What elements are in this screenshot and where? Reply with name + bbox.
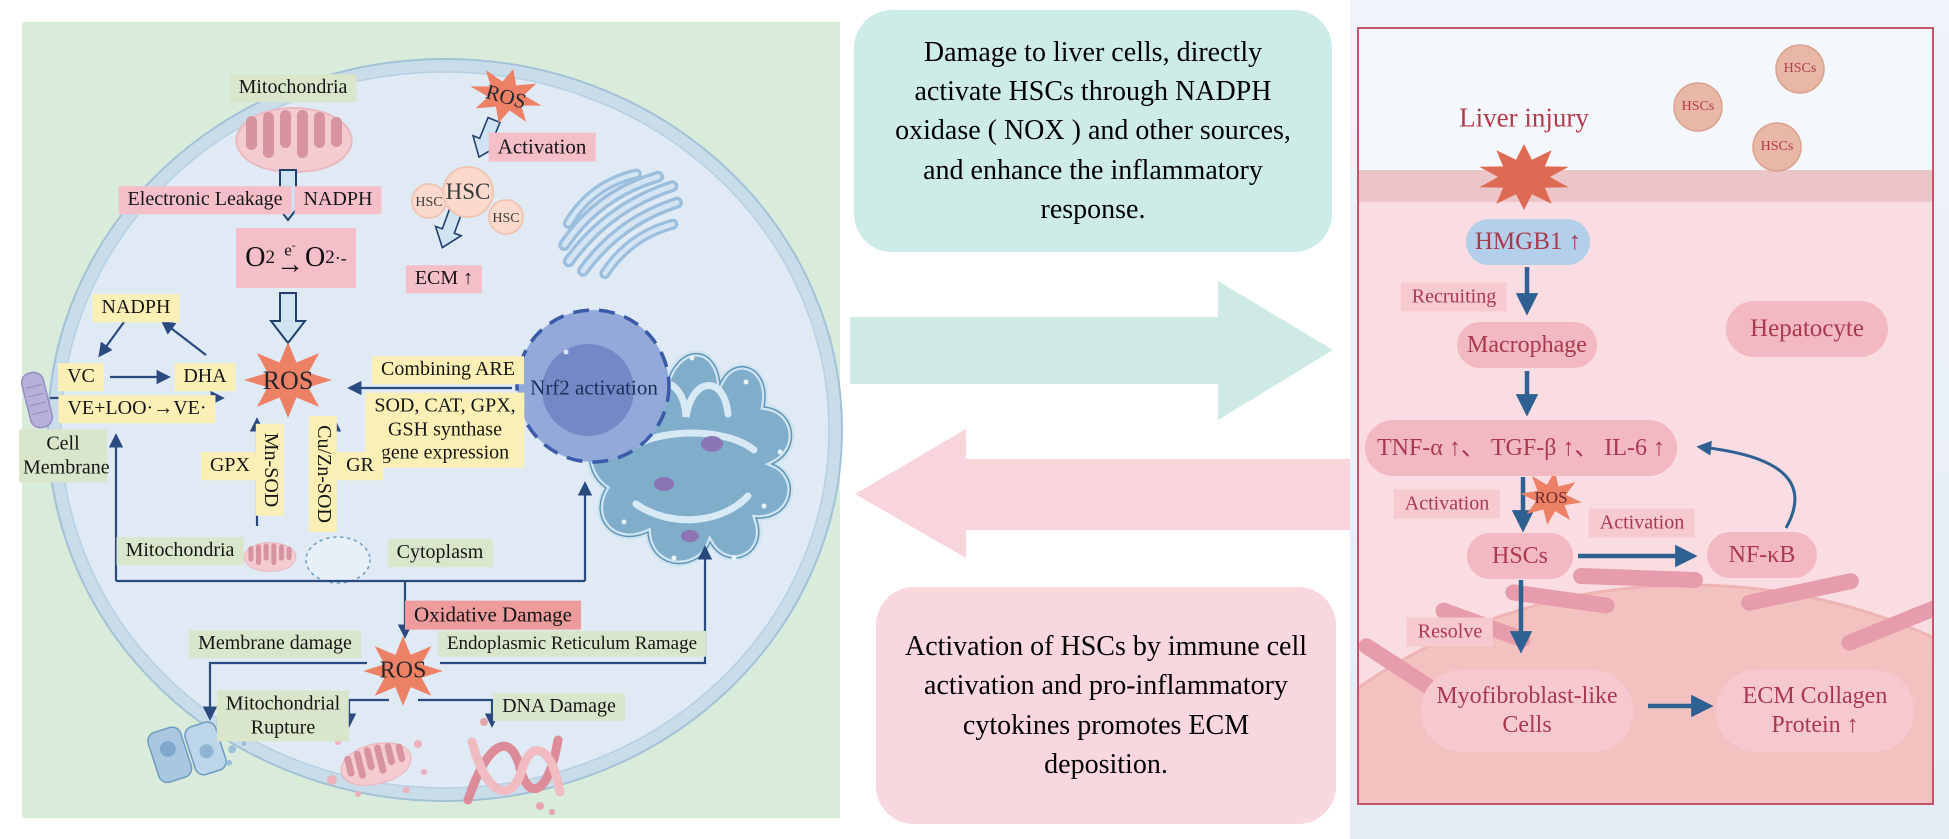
nadph-source-label: NADPH [294, 186, 382, 214]
hsc-large-label: HSC [445, 179, 491, 204]
mitochondrial-rupture-label: Mitochondrial Rupture [216, 690, 350, 742]
liver-injury-title: Liver injury [1459, 102, 1589, 133]
dha-label: DHA [174, 363, 236, 391]
liver-panel-sinusoid-zone [1359, 29, 1932, 170]
bottom-explanation-box: Activation of HSCs by immune cell activa… [876, 587, 1336, 824]
activation-right-label: Activation [1588, 508, 1696, 538]
hscs-cell-label-2: HSCs [1681, 99, 1715, 114]
hscs-cell-label-1: HSCs [1783, 61, 1817, 76]
cytoplasm-label: Cytoplasm [387, 539, 493, 567]
ros-center-label: ROS [262, 366, 314, 395]
gr-label: GR [337, 452, 383, 480]
recruiting-label: Recruiting [1400, 282, 1508, 312]
hsc-small-left-label: HSC [415, 195, 443, 210]
hmgb1-pill: HMGB1 ↑ [1466, 219, 1590, 265]
liver-panel-endothelium-band [1359, 170, 1932, 202]
nrf2-activation-label: Nrf2 activation [530, 375, 658, 400]
mn-sod-label: Mn-SOD [256, 423, 284, 517]
ros-lower-label: ROS [379, 657, 427, 684]
hepatocyte-pill: Hepatocyte [1726, 301, 1888, 357]
er-damage-label: Endoplasmic Reticulum Ramage [437, 630, 707, 658]
electronic-leakage-label: Electronic Leakage [118, 186, 292, 214]
gpx-label: GPX [200, 452, 260, 480]
vc-label: VC [58, 363, 104, 391]
cu-zn-sod-label: Cu/Zn-SOD [309, 416, 337, 532]
nfkb-pill: NF-κB [1707, 532, 1817, 578]
cell-membrane-label: Cell Membrane [19, 429, 110, 483]
dna-damage-label: DNA Damage [493, 693, 625, 721]
hscs-cell-label-3: HSCs [1760, 139, 1794, 154]
activation-top-label: Activation [488, 132, 596, 162]
resolve-label: Resolve [1406, 617, 1494, 647]
mitochondria-bottom-label: Mitochondria [116, 537, 244, 565]
membrane-damage-label: Membrane damage [189, 630, 361, 658]
ve-reaction-label: VE+LOO·→VE· [58, 395, 216, 423]
cytokines-pill: TNF-α ↑、 TGF-β ↑、 IL-6 ↑ [1365, 420, 1677, 476]
combining-are-label: Combining ARE [372, 356, 524, 384]
ros-top-label: ROS [483, 79, 530, 114]
activation-left-label: Activation [1393, 489, 1501, 519]
ecm-collagen-pill: ECM Collagen Protein ↑ [1716, 670, 1914, 752]
mitochondria-top-label: Mitochondria [229, 74, 357, 102]
ecm-up-label: ECM ↑ [405, 265, 483, 293]
oxidative-damage-label: Oxidative Damage [404, 600, 582, 630]
hsc-small-right-label: HSC [492, 211, 520, 226]
hscs-pill: HSCs [1467, 533, 1573, 579]
myofibroblast-pill: Myofibroblast-like Cells [1421, 670, 1633, 752]
macrophage-pill: Macrophage [1457, 322, 1597, 368]
nadph-cycle-label: NADPH [92, 294, 180, 322]
antioxidant-genes-label: SOD, CAT, GPX, GSH synthase gene express… [365, 392, 525, 468]
ros-right-label: ROS [1534, 488, 1568, 507]
top-explanation-box: Damage to liver cells, directly activate… [854, 10, 1332, 252]
